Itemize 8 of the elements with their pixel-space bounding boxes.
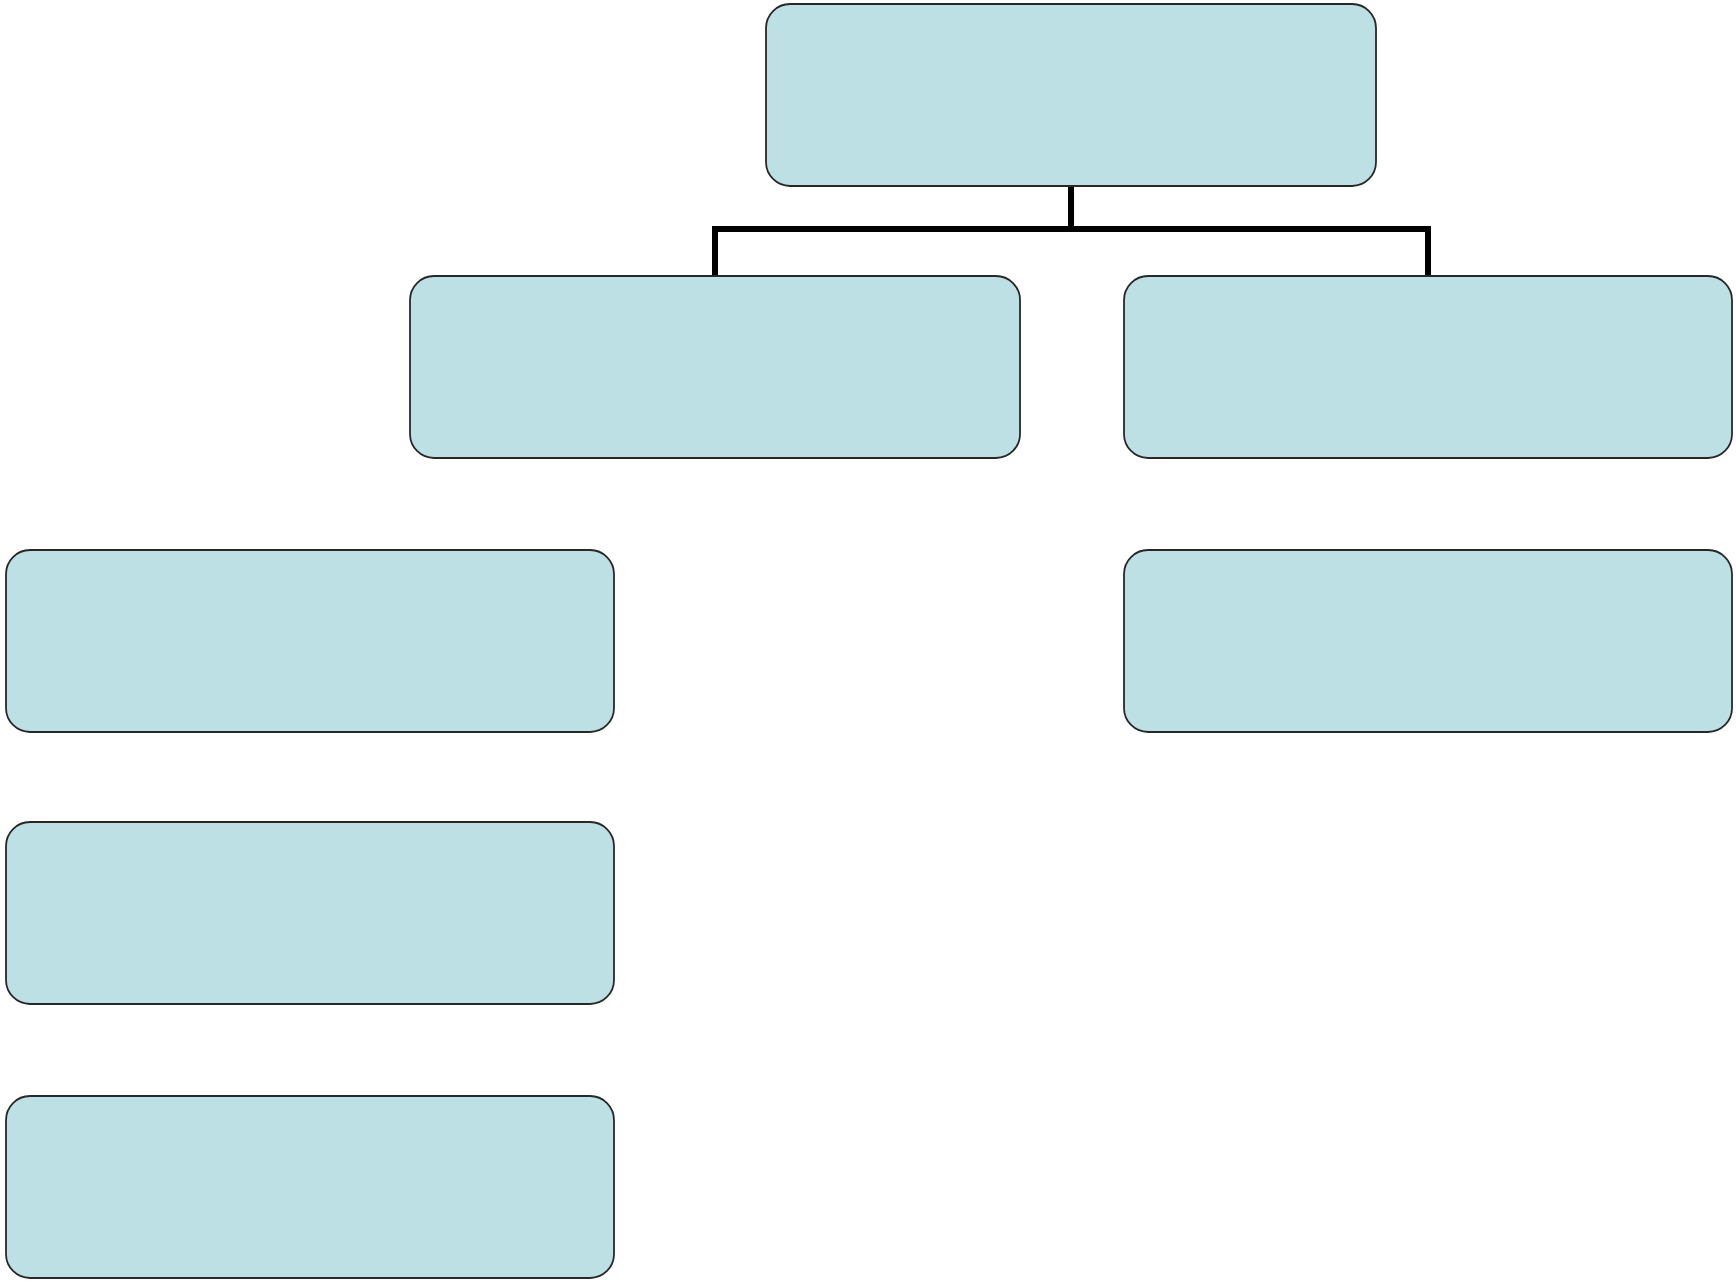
empty-box (5, 549, 615, 733)
empty-box (765, 3, 1377, 187)
empty-box (5, 1095, 615, 1279)
empty-box (409, 275, 1021, 459)
empty-box (1123, 275, 1733, 459)
empty-box (1123, 549, 1733, 733)
connector-line (1068, 186, 1431, 276)
empty-box (5, 821, 615, 1005)
